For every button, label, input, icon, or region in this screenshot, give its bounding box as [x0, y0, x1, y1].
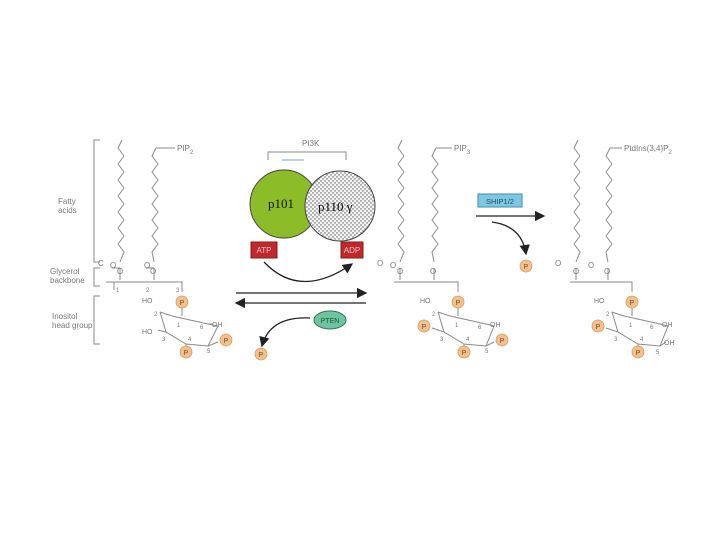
oxygen-label: O [110, 261, 116, 270]
ptdins-phosphates: P P P [591, 295, 645, 359]
hydroxyl-label: HO [420, 298, 431, 305]
oxygen-label: O [377, 259, 383, 268]
inositol-label: Inositol [52, 312, 78, 321]
oxygen-label: O [604, 267, 610, 276]
oxygen-label: O [144, 261, 150, 270]
svg-text:P: P [456, 300, 461, 307]
ring-number: 5 [207, 349, 211, 355]
phosphate-label: P [224, 338, 229, 345]
svg-text:ADP: ADP [344, 246, 360, 255]
pi3k-complex: PI3K p101 p110 γ [249, 139, 376, 242]
hydroxyl-label: OH [662, 322, 673, 329]
ring-number: 4 [640, 337, 644, 343]
ship-released-phosphate: P [519, 259, 533, 273]
reaction-arrows [234, 261, 368, 348]
inositol-label-2: head group [52, 321, 93, 330]
carbon-number: 3 [176, 288, 180, 294]
fatty-acids-label: Fatty [58, 197, 76, 206]
pten-phosphate-arrow [259, 317, 311, 348]
ring-number: 3 [162, 337, 166, 343]
svg-text:P: P [630, 300, 635, 307]
svg-text:ATP: ATP [257, 246, 272, 255]
oxygen-label: O [150, 267, 156, 276]
ring-number: 2 [154, 312, 158, 318]
oxygen-label: O [430, 267, 436, 276]
ring-number: 3 [440, 337, 444, 343]
ring-number: 1 [629, 323, 633, 329]
ring-number: 1 [177, 323, 181, 329]
hydroxyl-label: HO [142, 329, 153, 336]
fatty-acids-label-2: acids [58, 206, 77, 215]
hydroxyl-label: OH [212, 322, 223, 329]
inositol-bracket [93, 295, 100, 345]
oxygen-label: O [573, 267, 579, 276]
carbon-label: C [98, 259, 104, 268]
released-phosphate: P [254, 347, 268, 361]
oxygen-label: O [588, 261, 594, 270]
p110-gamma-subunit [304, 170, 376, 242]
svg-text:P: P [259, 352, 264, 359]
phosphate-label: P [184, 350, 189, 357]
oxygen-label: O [555, 259, 561, 268]
ring-number: 2 [432, 312, 436, 318]
hydroxyl-label: OH [490, 322, 501, 329]
fatty-acid-chain-1 [117, 139, 125, 263]
hydroxyl-label: OH [664, 340, 675, 347]
fatty-acid-chain-2 [151, 147, 159, 263]
hydroxyl-label: HO [142, 298, 153, 305]
glycerol-label: Glycerol [50, 267, 80, 276]
oxygen-label: O [390, 261, 396, 270]
adp-box: ADP [340, 241, 364, 259]
pip3-label: PIP3 [454, 144, 471, 156]
ptdins-34-p2-molecule [570, 139, 669, 348]
carbon-number: 2 [146, 288, 150, 294]
ptdins-label: PtdIns(3,4)P2 [624, 144, 672, 156]
pip2-label: PIP2 [177, 144, 194, 156]
pip3-phosphates: P P P P [417, 295, 509, 359]
pten-enzyme: PTEN [313, 310, 347, 330]
atp-to-adp-arrow [263, 261, 354, 283]
svg-text:P: P [500, 338, 505, 345]
svg-text:P: P [636, 350, 641, 357]
ring-number: 3 [614, 337, 618, 343]
ring-number: 4 [466, 337, 470, 343]
fatty-acids-bracket [93, 139, 100, 263]
ship-enzyme: SHIP1/2 [477, 193, 523, 208]
svg-text:P: P [422, 324, 427, 331]
pip2-phosphates: P P P [175, 295, 233, 359]
svg-text:P: P [524, 264, 529, 271]
pip3-molecule [394, 139, 495, 348]
phosphate-label: P [180, 300, 185, 307]
ring-number: 5 [656, 350, 660, 356]
ring-number: 6 [650, 325, 654, 331]
ring-number: 1 [455, 323, 459, 329]
svg-text:PTEN: PTEN [321, 318, 340, 325]
hydroxyl-label: HO [594, 298, 605, 305]
oxygen-label: O [397, 267, 403, 276]
svg-text:P: P [596, 324, 601, 331]
ring-number: 2 [606, 312, 610, 318]
atp-box: ATP [250, 241, 278, 259]
ring-number: 6 [200, 325, 204, 331]
svg-text:P: P [462, 350, 467, 357]
pi3k-label: PI3K [302, 139, 320, 148]
carbon-number: 1 [116, 288, 120, 294]
oxygen-label: O [117, 267, 123, 276]
glycerol-bracket [93, 267, 100, 287]
glycerol-label-2: backbone [50, 276, 85, 285]
p110-gamma-label: p110 γ [318, 199, 353, 214]
p101-label: p101 [268, 196, 294, 211]
ring-number: 6 [478, 325, 482, 331]
svg-text:SHIP1/2: SHIP1/2 [486, 197, 514, 206]
ring-number: 4 [188, 337, 192, 343]
ring-number: 5 [485, 349, 489, 355]
ship-phosphate-arrow [491, 221, 530, 256]
